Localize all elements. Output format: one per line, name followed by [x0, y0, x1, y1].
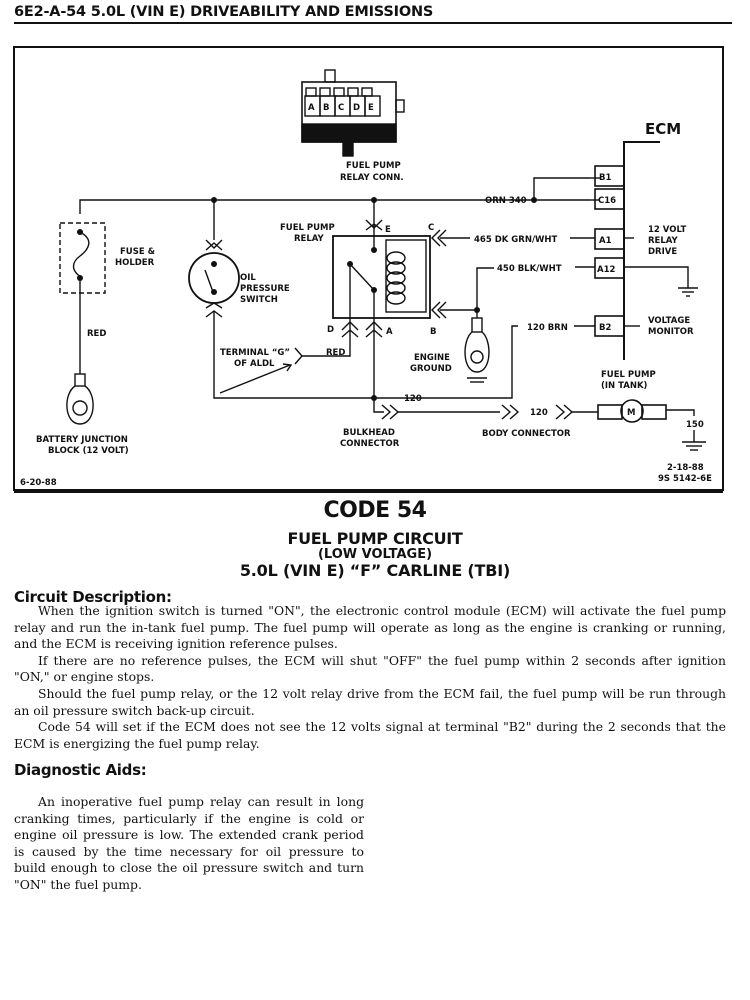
relay-drive-label-2: RELAY	[648, 236, 679, 246]
bulkhead-label-1: BULKHEAD	[343, 428, 395, 438]
oil-pressure-switch-icon	[188, 252, 240, 304]
diagnostic-aids-text: An inoperative fuel pump relay can resul…	[14, 794, 364, 894]
aldl-label-1: TERMINAL “G”	[220, 348, 290, 358]
circuit-description-paragraph: If there are no reference pulses, the EC…	[14, 652, 726, 685]
battery-label-2: BLOCK (12 VOLT)	[48, 446, 129, 456]
ecm-terminal-c16: C16	[598, 196, 616, 206]
engine-ground-label-2: GROUND	[410, 364, 452, 374]
circuit-description-paragraph: Should the fuel pump relay, or the 12 vo…	[14, 685, 726, 718]
relay-connector-label-2: RELAY CONN.	[340, 173, 404, 183]
relay-label-2: RELAY	[294, 234, 325, 244]
code-title: CODE 54	[323, 498, 427, 523]
ecm-terminal-a1: A1	[599, 236, 612, 246]
wire-450: 450 BLK/WHT	[497, 264, 562, 274]
pin-a: A	[308, 103, 315, 113]
engine-ground-label-1: ENGINE	[414, 353, 450, 363]
wire-120: 120	[404, 394, 422, 404]
relay-connector-icon	[301, 69, 405, 157]
battery-label-1: BATTERY JUNCTION	[36, 435, 128, 445]
oil-switch-label-3: SWITCH	[240, 295, 278, 305]
ecm-pin-a12	[594, 257, 625, 279]
ecm-pin-a1	[594, 228, 625, 250]
circuit-description-heading: Circuit Description:	[14, 588, 172, 606]
relay-pin-e: E	[385, 225, 391, 235]
wire-red-aldl: RED	[326, 348, 345, 358]
relay-label-1: FUEL PUMP	[280, 223, 335, 233]
fuel-pump-relay	[332, 235, 431, 319]
motor-symbol: M	[627, 408, 635, 418]
wire-150: 150	[686, 420, 704, 430]
wire-465: 465 DK GRN/WHT	[474, 235, 558, 245]
page-header: 6E2-A-54 5.0L (VIN E) DRIVEABILITY AND E…	[14, 4, 732, 24]
fuel-pump-motor-icon	[620, 399, 644, 423]
engine-ground-icon	[464, 317, 490, 383]
circuit-description-text: When the ignition switch is turned "ON",…	[14, 603, 726, 752]
voltage-monitor-label-2: MONITOR	[648, 327, 694, 337]
ecm-terminal-b2: B2	[599, 323, 611, 333]
voltage-monitor-label-1: VOLTAGE	[648, 316, 690, 326]
fuse-label-1: FUSE &	[120, 247, 156, 257]
ecm-pin-b1	[594, 165, 625, 187]
date-right: 2-18-88	[667, 463, 704, 473]
ecm-terminal-a12: A12	[597, 265, 615, 275]
ecm-label: ECM	[645, 120, 681, 138]
pin-c: C	[338, 103, 344, 113]
diagnostic-aids-heading: Diagnostic Aids:	[14, 761, 147, 779]
oil-switch-label-2: PRESSURE	[240, 284, 290, 294]
circuit-subtitle: (LOW VOLTAGE)	[317, 547, 433, 562]
relay-pin-c: C	[428, 223, 434, 233]
bulkhead-label-2: CONNECTOR	[340, 439, 400, 449]
fuse-holder	[59, 222, 106, 294]
wiring-diagram: A B C D E FUEL PUMP RELAY CONN. ECM B1 C…	[13, 46, 724, 493]
oil-switch-label-1: OIL	[240, 273, 256, 283]
wire-120-body: 120	[530, 408, 548, 418]
fuse-label-2: HOLDER	[115, 258, 155, 268]
ecm-pin-c16	[594, 188, 625, 210]
battery-terminal-icon	[66, 373, 94, 425]
fuse-icon	[72, 231, 90, 279]
relay-pin-a: A	[386, 327, 393, 337]
engine-title: 5.0L (VIN E) “F” CARLINE (TBI)	[239, 561, 511, 580]
relay-connector-label-1: FUEL PUMP	[346, 161, 401, 171]
relay-drive-label-3: DRIVE	[648, 247, 677, 257]
pin-b: B	[323, 103, 329, 113]
relay-pin-b: B	[430, 327, 436, 337]
relay-coil-icon	[385, 239, 427, 313]
circuit-description-paragraph: When the ignition switch is turned "ON",…	[14, 603, 726, 652]
relay-pin-d: D	[327, 325, 334, 335]
code-title-block: CODE 54 FUEL PUMP CIRCUIT (LOW VOLTAGE) …	[0, 496, 750, 580]
wire-120-brn: 120 BRN	[527, 323, 568, 333]
aldl-label-2: OF ALDL	[234, 359, 275, 369]
diagram-frame	[13, 46, 724, 491]
relay-drive-label-1: 12 VOLT	[648, 225, 686, 235]
fuel-pump-label-1: FUEL PUMP	[601, 370, 656, 380]
pin-e: E	[368, 103, 374, 113]
diagnostic-aids-paragraph: An inoperative fuel pump relay can resul…	[14, 794, 364, 892]
wire-orn340: ORN 340	[485, 196, 527, 206]
figure-id: 9S 5142-6E	[658, 474, 712, 484]
pin-d: D	[353, 103, 360, 113]
circuit-title: FUEL PUMP CIRCUIT	[287, 529, 463, 548]
wire-red-fuse: RED	[87, 329, 106, 339]
circuit-description-paragraph: Code 54 will set if the ECM does not see…	[14, 719, 726, 751]
ecm-terminal-b1: B1	[599, 173, 611, 183]
body-connector-label: BODY CONNECTOR	[482, 429, 571, 439]
fuel-pump-label-2: (IN TANK)	[601, 381, 648, 391]
date-left: 6-20-88	[20, 478, 57, 488]
